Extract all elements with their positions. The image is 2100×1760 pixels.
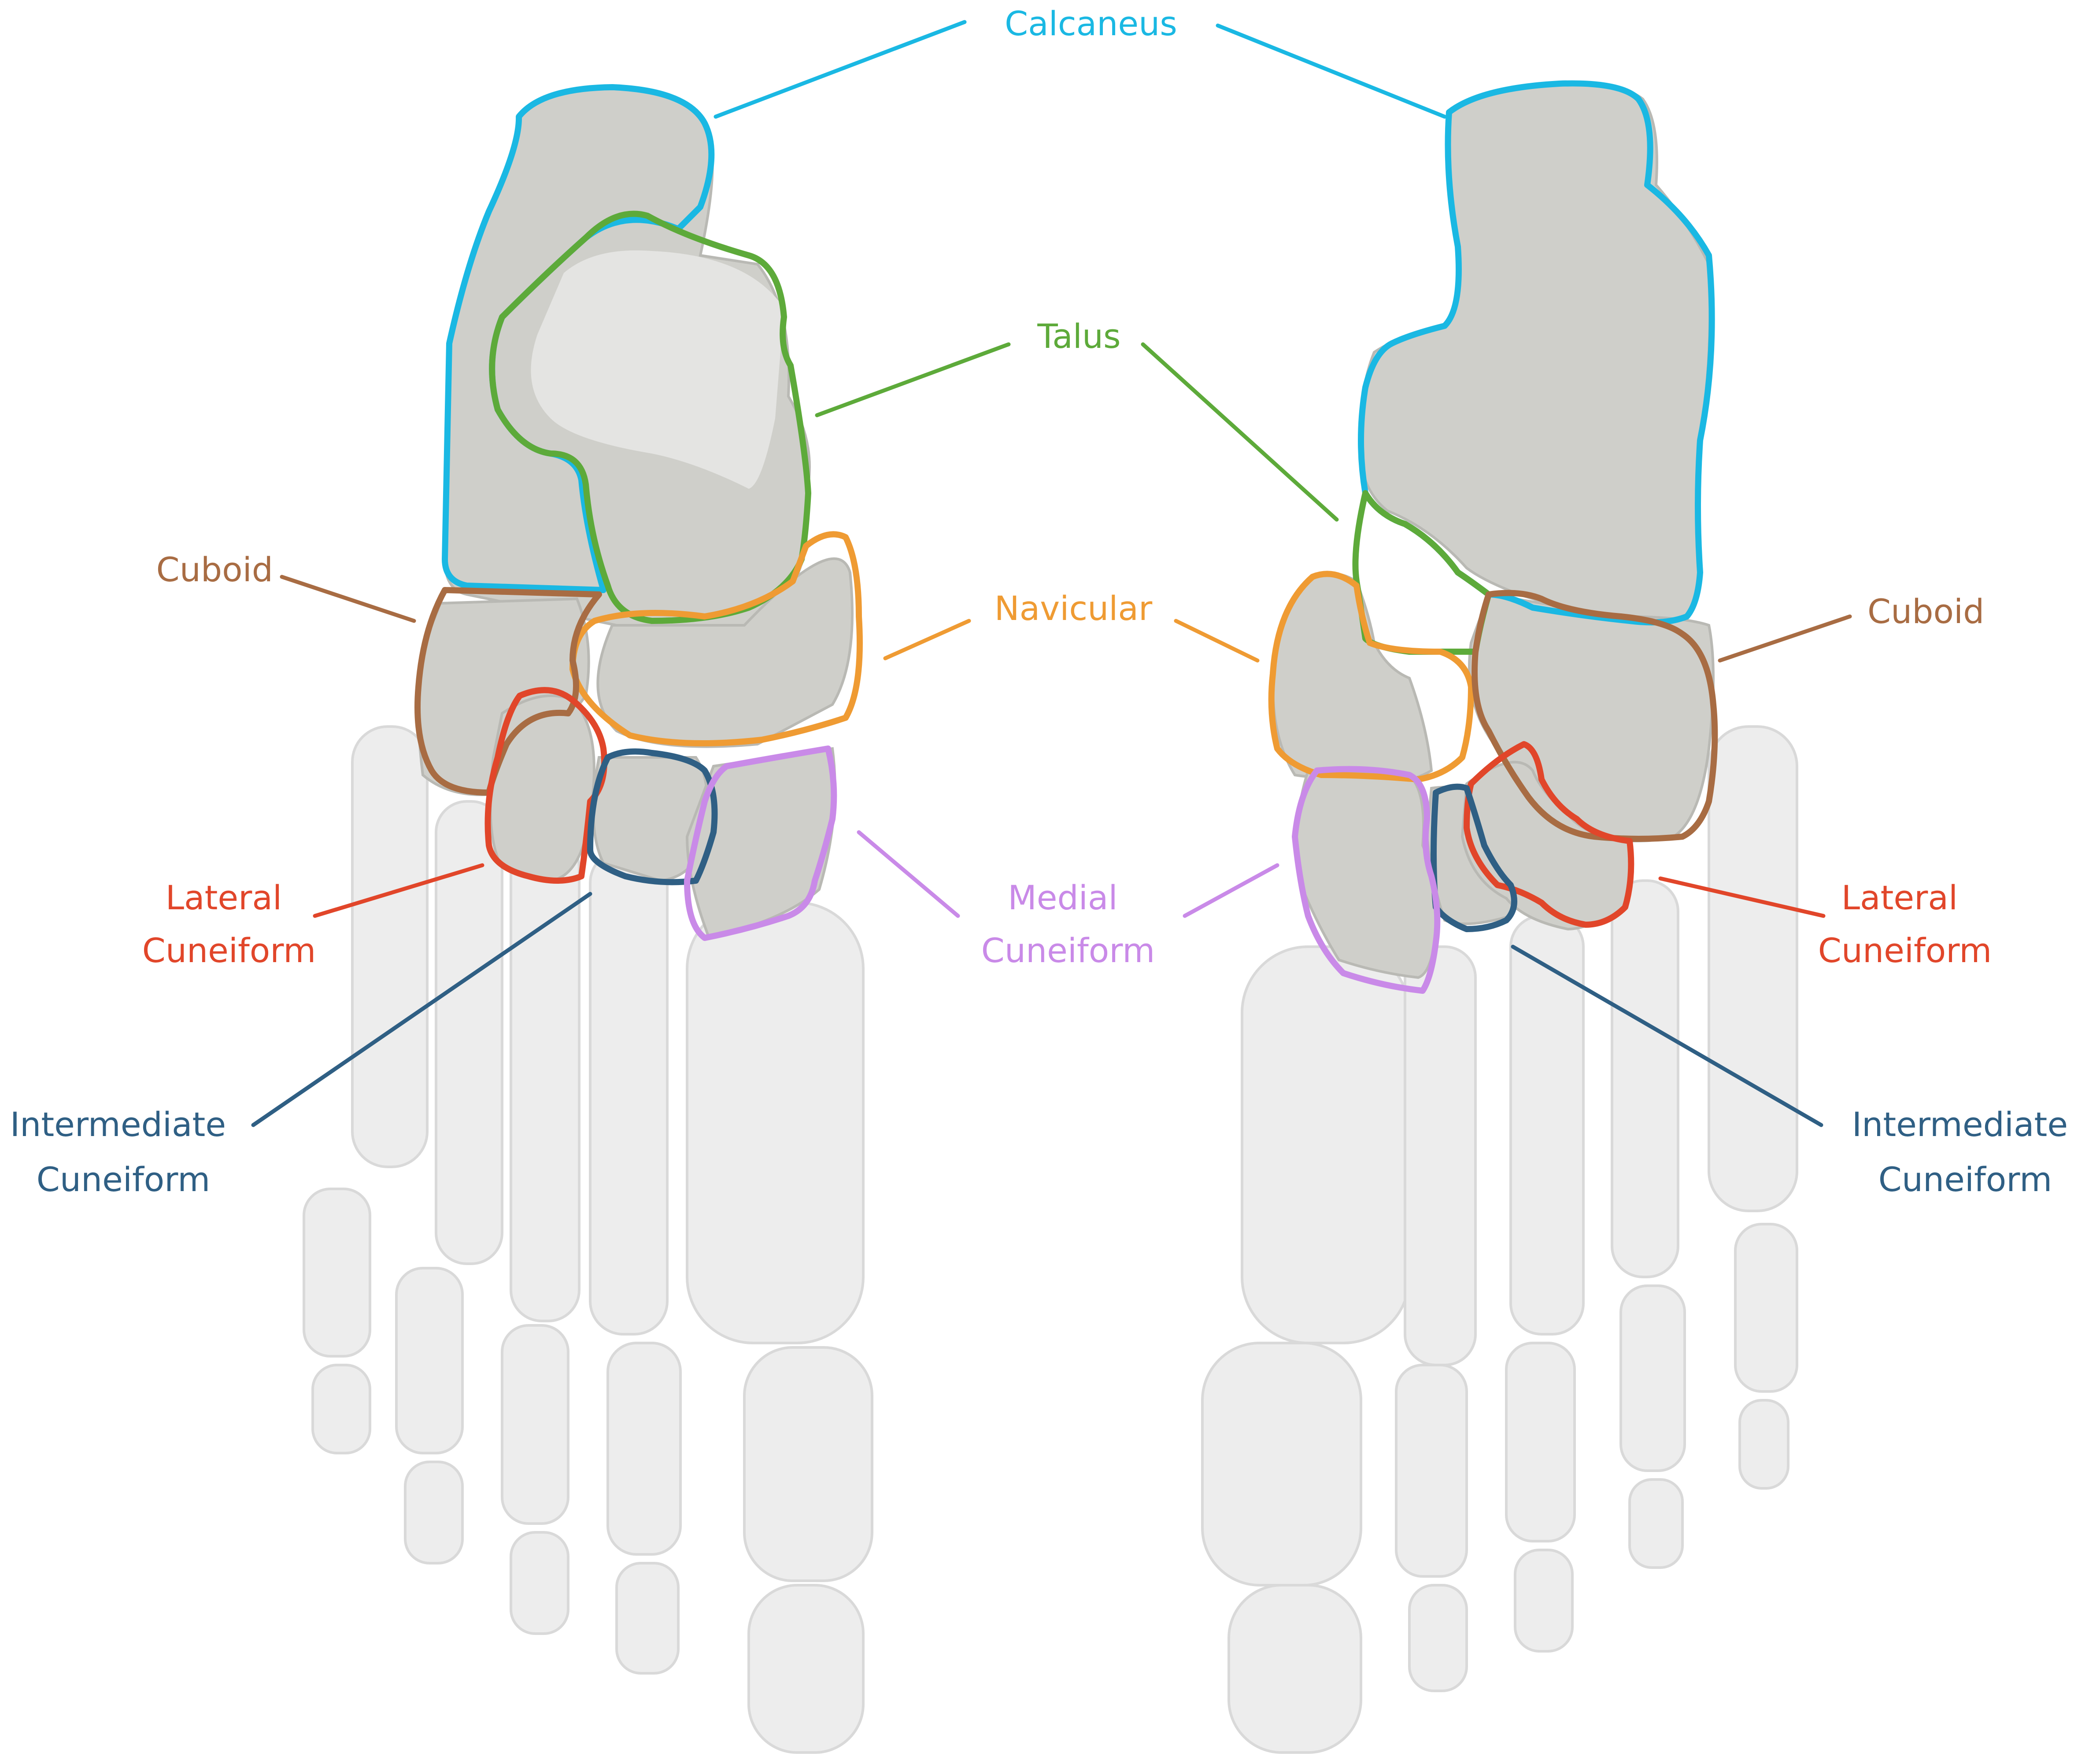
right-lateral-cuneiform-outline [1464, 741, 1634, 928]
label-calcaneus: Calcaneus [1005, 4, 1177, 43]
label-navicular: Navicular [995, 589, 1153, 628]
leader-calcaneus-right [1216, 23, 1447, 119]
right-navicular-outline [1268, 571, 1474, 782]
leader-navicular-right [1174, 619, 1260, 663]
leader-lines [251, 20, 1852, 1127]
label-intermediate-right: Intermediate Cuneiform [1852, 1105, 2079, 1199]
right-cuboid-outline [1471, 590, 1718, 842]
leader-lateral-right [1658, 876, 1826, 918]
left-tarsals [417, 85, 854, 940]
label-talus: Talus [1037, 317, 1120, 356]
left-intermediate-cuneiform-outline [587, 748, 718, 886]
right-medial-cuneiform-outline [1292, 766, 1441, 994]
leader-talus-left [815, 342, 1011, 417]
left-navicular-outline [569, 531, 863, 746]
left-metatarsals [351, 725, 865, 1344]
leader-talus-right [1141, 342, 1339, 522]
labels: Calcaneus Talus Navicular Cuboid Cuboid … [10, 4, 2079, 1199]
label-lateral-right: Lateral Cuneiform [1818, 878, 1992, 970]
leader-medial-right [1183, 863, 1279, 918]
label-cuboid-left: Cuboid [156, 550, 273, 589]
label-medial: Medial Cuneiform [981, 878, 1155, 970]
leader-intermediate-right [1511, 945, 1823, 1127]
right-phalanges [1201, 1223, 1798, 1754]
left-medial-cuneiform-outline [684, 745, 837, 941]
left-phalanges [303, 1188, 873, 1754]
right-metatarsals [1241, 725, 1798, 1366]
left-lateral-cuneiform-outline [484, 687, 607, 884]
label-lateral-left: Lateral Cuneiform [142, 878, 316, 970]
left-foot [303, 84, 873, 1754]
leader-intermediate-left [251, 892, 592, 1127]
right-tarsals [1271, 82, 1715, 979]
leader-cuboid-right [1718, 614, 1852, 663]
leader-cuboid-left [280, 575, 416, 623]
label-intermediate-left: Intermediate Cuneiform [10, 1105, 237, 1199]
label-cuboid-right: Cuboid [1867, 592, 1984, 631]
leader-medial [857, 830, 960, 918]
right-foot [1201, 80, 1798, 1754]
leader-calcaneus-left [714, 20, 967, 119]
right-calcaneus-outline [1358, 80, 1715, 626]
leader-lateral-left [313, 863, 484, 918]
leader-navicular-left [883, 619, 971, 660]
